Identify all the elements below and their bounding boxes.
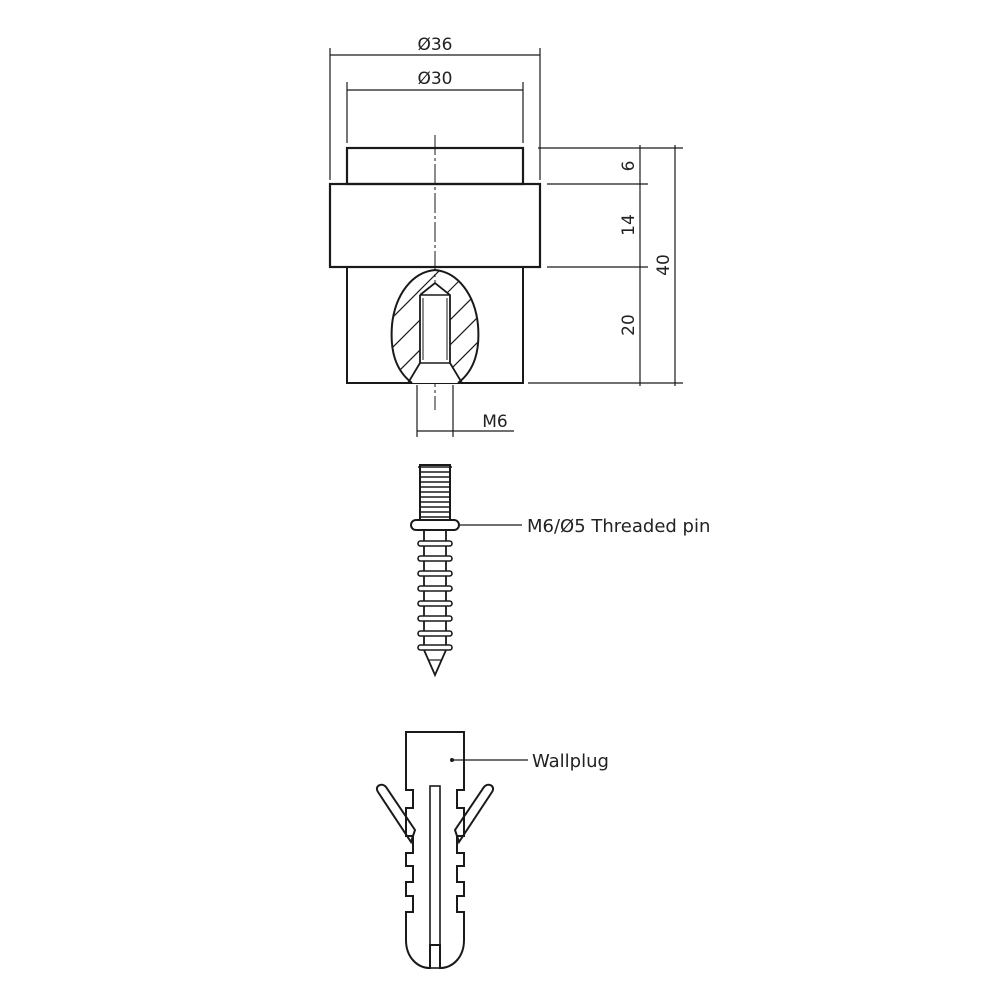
dimension-thread: M6 (416, 385, 514, 437)
dimension-inner-diameter: Ø30 (346, 69, 524, 143)
height-bottom-label: 20 (619, 314, 639, 336)
pin-callout: M6/Ø5 Threaded pin (527, 516, 710, 537)
wallplug: Wallplug (376, 731, 609, 970)
inner-diameter-label: Ø30 (417, 69, 452, 89)
threaded-pin: M6/Ø5 Threaded pin (410, 464, 710, 678)
dimension-outer-diameter: Ø36 (329, 35, 541, 180)
section-cut (390, 268, 480, 384)
plug-callout: Wallplug (532, 751, 609, 772)
height-middle-label: 14 (619, 214, 639, 236)
dimension-heights: 6 14 20 40 (528, 145, 683, 386)
height-top-label: 6 (619, 161, 639, 172)
outer-diameter-label: Ø36 (417, 35, 452, 55)
thread-label: M6 (482, 412, 507, 432)
height-total-label: 40 (654, 254, 674, 276)
